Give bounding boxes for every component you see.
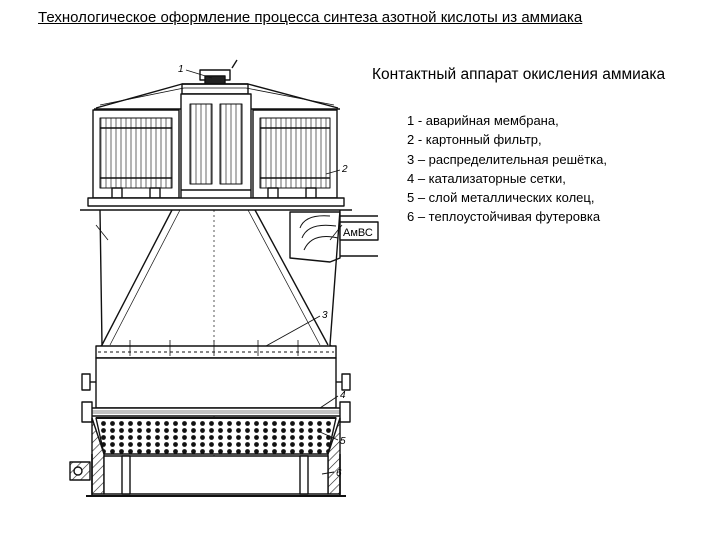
legend-item-1: 1 - аварийная мембрана,	[407, 113, 559, 128]
filter-chamber-left	[92, 109, 180, 199]
callout-1: 1	[178, 64, 184, 75]
upper-flange	[80, 197, 352, 211]
emergency-membrane	[181, 59, 249, 95]
callout-3: 3	[322, 310, 328, 321]
catalyst-gauzes	[81, 401, 351, 423]
legend-item-6: 6 – теплоустойчивая футеровка	[407, 209, 601, 225]
filter-chamber-right	[252, 109, 338, 199]
heat-resistant-lining	[86, 417, 346, 497]
legend-item-5: 5 – слой металлических колец,	[407, 190, 595, 206]
outlet-nozzle	[69, 461, 91, 481]
slide-title: Технологическое оформление процесса синт…	[38, 9, 583, 26]
legend-item-4: 4 – катализаторные сетки,	[407, 170, 566, 186]
callout-2: 2	[341, 164, 348, 175]
legend-list: 1 - аварийная мембрана, 2 - картонный фи…	[407, 111, 607, 227]
callout-numbers: 1 2 3 4 5 6	[178, 64, 348, 479]
callout-leaders	[185, 69, 341, 475]
central-filter-column	[180, 93, 252, 201]
callout-5: 5	[340, 436, 346, 447]
inlet-label: АмВС	[343, 227, 373, 239]
legend-item-3: 3 – распределительная решётка,	[407, 151, 608, 167]
diagram-subtitle: Контактный аппарат окисления аммиака	[372, 66, 666, 83]
callout-4: 4	[340, 390, 346, 401]
inlet-pipe	[289, 211, 379, 263]
distribution-grid	[95, 340, 337, 359]
metal-rings-layer	[95, 417, 337, 455]
callout-6: 6	[336, 468, 342, 479]
legend-item-2: 2 - картонный фильтр,	[407, 132, 542, 148]
reaction-chamber	[81, 357, 351, 409]
